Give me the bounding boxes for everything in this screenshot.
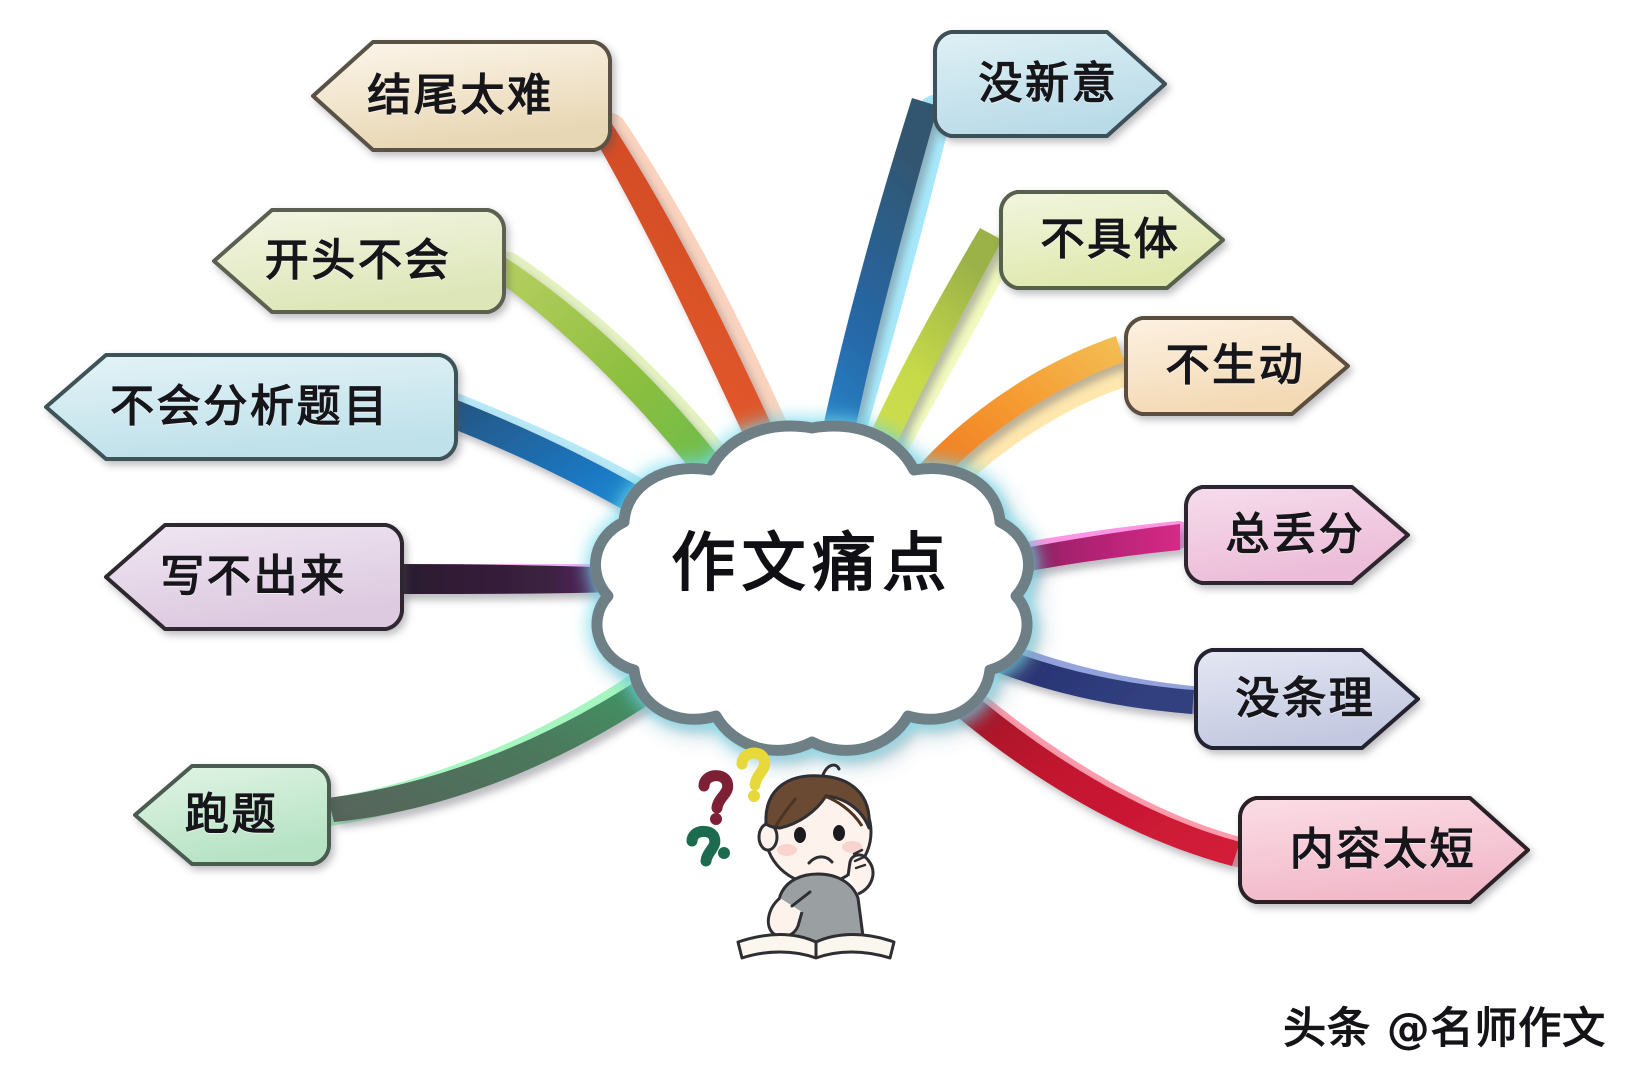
branch-node-paoti[interactable]: 跑题 [130,762,333,868]
branch-node-xie-buchulai[interactable]: 写不出来 [101,521,406,633]
watermark-text: 头条 @名师作文 [1283,1004,1606,1054]
center-node-label: 作文痛点 [671,527,953,601]
branch-node-mei-xinyi[interactable]: 没新意 [927,28,1170,140]
wire-buhui-fenxi [446,398,704,552]
branch-label: 写不出来 [160,551,347,602]
wire-mei-tiaoli [932,618,1194,714]
wire-xie-buchulai [398,564,668,594]
branch-node-mei-tiaoli[interactable]: 没条理 [1188,646,1423,752]
branch-label: 内容太短 [1289,824,1477,875]
branch-node-bu-juti[interactable]: 不具体 [993,188,1228,292]
branch-label: 跑题 [184,789,279,840]
node-plate-shape [104,523,404,631]
wire-zong-diufen [948,524,1180,586]
branch-label: 没条理 [1235,673,1376,724]
branch-label: 不生动 [1165,340,1306,391]
branch-node-bu-shengdong[interactable]: 不生动 [1118,314,1353,418]
branch-label: 总丢分 [1225,509,1366,560]
question-mark-maroon [698,770,734,825]
confused-boy-illustration [686,747,896,960]
branch-label: 结尾太难 [367,70,554,121]
branch-label: 不具体 [1040,214,1181,265]
question-mark-yellow [736,747,771,802]
center-cloud-shape [590,420,1034,756]
branch-node-neirong-taiduan[interactable]: 内容太短 [1232,794,1534,906]
wire-paoti [328,640,708,822]
branch-node-jiewei-tainan[interactable]: 结尾太难 [307,38,614,154]
branch-node-kaitou-buhui[interactable]: 开头不会 [208,206,508,316]
branch-node-zong-diufen[interactable]: 总丢分 [1178,483,1413,587]
wire-bu-shengdong [902,336,1124,504]
branch-label: 不会分析题目 [110,381,390,432]
wire-jiewei-tainan [592,124,800,492]
wire-mei-xinyi [814,98,938,476]
wire-bu-juti [856,228,1002,478]
branch-label: 没新意 [978,58,1119,109]
branch-node-buhui-fenxi-timu[interactable]: 不会分析题目 [40,351,460,463]
question-mark-green [686,825,730,867]
wire-kaitou-buhui [494,258,752,510]
branch-label: 开头不会 [264,235,452,286]
